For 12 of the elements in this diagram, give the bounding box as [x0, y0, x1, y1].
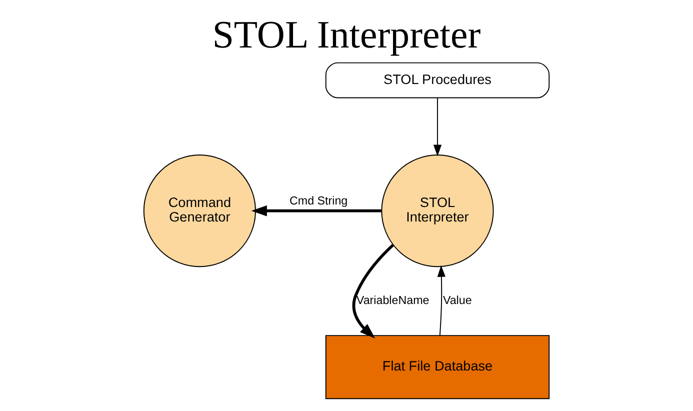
- diagram-title: STOL Interpreter: [212, 13, 481, 56]
- edge-label: VariableName: [356, 294, 430, 308]
- node-circle: STOL Interpreter: [381, 154, 494, 268]
- edge-label: Value: [442, 294, 472, 308]
- node-box: Flat File Database: [325, 335, 550, 400]
- arrow: [433, 97, 442, 156]
- arrow: [251, 205, 382, 216]
- edge-label: Cmd String: [290, 194, 348, 208]
- arrow: [437, 265, 446, 336]
- node-circle: Command Generator: [143, 154, 256, 268]
- node-box: STOL Procedures: [325, 62, 550, 98]
- arrow: [352, 244, 394, 338]
